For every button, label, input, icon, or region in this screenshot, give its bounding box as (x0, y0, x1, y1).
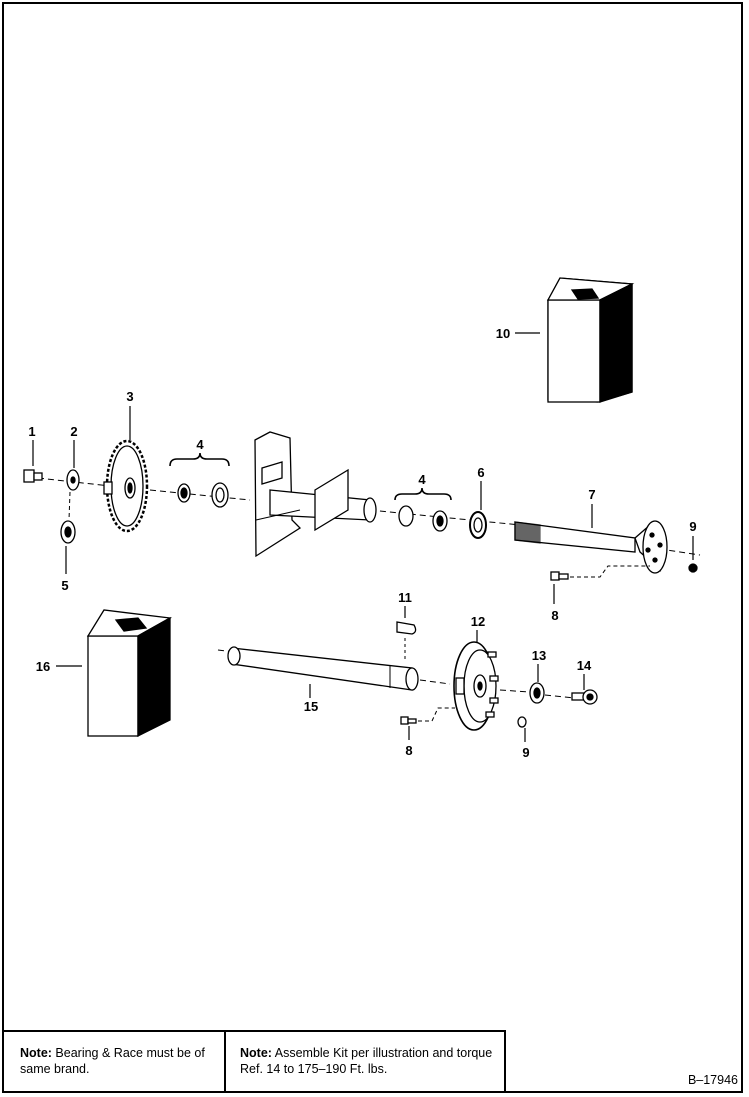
lower-axle-centerline (217, 649, 576, 699)
part-16-kit-box (86, 609, 173, 738)
callout-2: 2 (70, 424, 77, 439)
callout-7: 7 (588, 487, 595, 502)
callout-10: 10 (496, 326, 510, 341)
notes-box: Note: Bearing & Race must be of same bra… (4, 1030, 506, 1092)
part-9-nut-lower (517, 716, 527, 728)
upper-axle-centerline (37, 477, 701, 556)
callout-6: 6 (477, 465, 484, 480)
callout-3: 3 (126, 389, 133, 404)
callout-12: 12 (471, 614, 485, 629)
callout-9-upper: 9 (689, 519, 696, 534)
part-7-axle-shaft (514, 520, 668, 574)
callout-1: 1 (28, 424, 35, 439)
note-text: Bearing & Race must be of same brand. (20, 1046, 205, 1076)
callout-11: 11 (398, 590, 412, 605)
leader-lines (32, 332, 694, 742)
callout-9-lower: 9 (522, 745, 529, 760)
part-10-kit-box (546, 277, 635, 403)
part-5-nut (60, 520, 76, 544)
document-number: B–17946 (687, 1073, 738, 1087)
part-11-key (396, 621, 417, 635)
part-14-bolt (571, 689, 598, 705)
note-text: Assemble Kit per illustration and torque… (240, 1046, 493, 1076)
part-9-nut-upper (688, 563, 698, 573)
axle-housing-bracket (254, 431, 377, 558)
callout-8-upper: 8 (551, 608, 558, 623)
part-13-spacer (529, 682, 545, 704)
callout-14: 14 (577, 658, 592, 673)
part-1-bolt (23, 469, 43, 483)
part-8-stud-upper (550, 571, 569, 581)
callout-16: 16 (36, 659, 50, 674)
part-3-sprocket (103, 439, 149, 533)
part-4-bearings-right (394, 487, 452, 532)
part-8-stud-lower (400, 716, 417, 725)
note-label: Note: (20, 1046, 52, 1060)
note-assemble-kit: Note: Assemble Kit per illustration and … (226, 1032, 504, 1092)
note-bearing-race: Note: Bearing & Race must be of same bra… (4, 1032, 226, 1092)
part-15-axle-tube (227, 646, 419, 691)
part-6-seal (469, 511, 487, 539)
callout-4-right: 4 (418, 472, 426, 487)
part-2-washer (66, 469, 80, 491)
callout-5: 5 (61, 578, 68, 593)
callout-8-lower: 8 (405, 743, 412, 758)
callout-13: 13 (532, 648, 546, 663)
note-label: Note: (240, 1046, 272, 1060)
part-12-hub (453, 641, 499, 731)
callout-15: 15 (304, 699, 318, 714)
part-4-bearings-left (169, 452, 230, 508)
callout-4-left: 4 (196, 437, 204, 452)
